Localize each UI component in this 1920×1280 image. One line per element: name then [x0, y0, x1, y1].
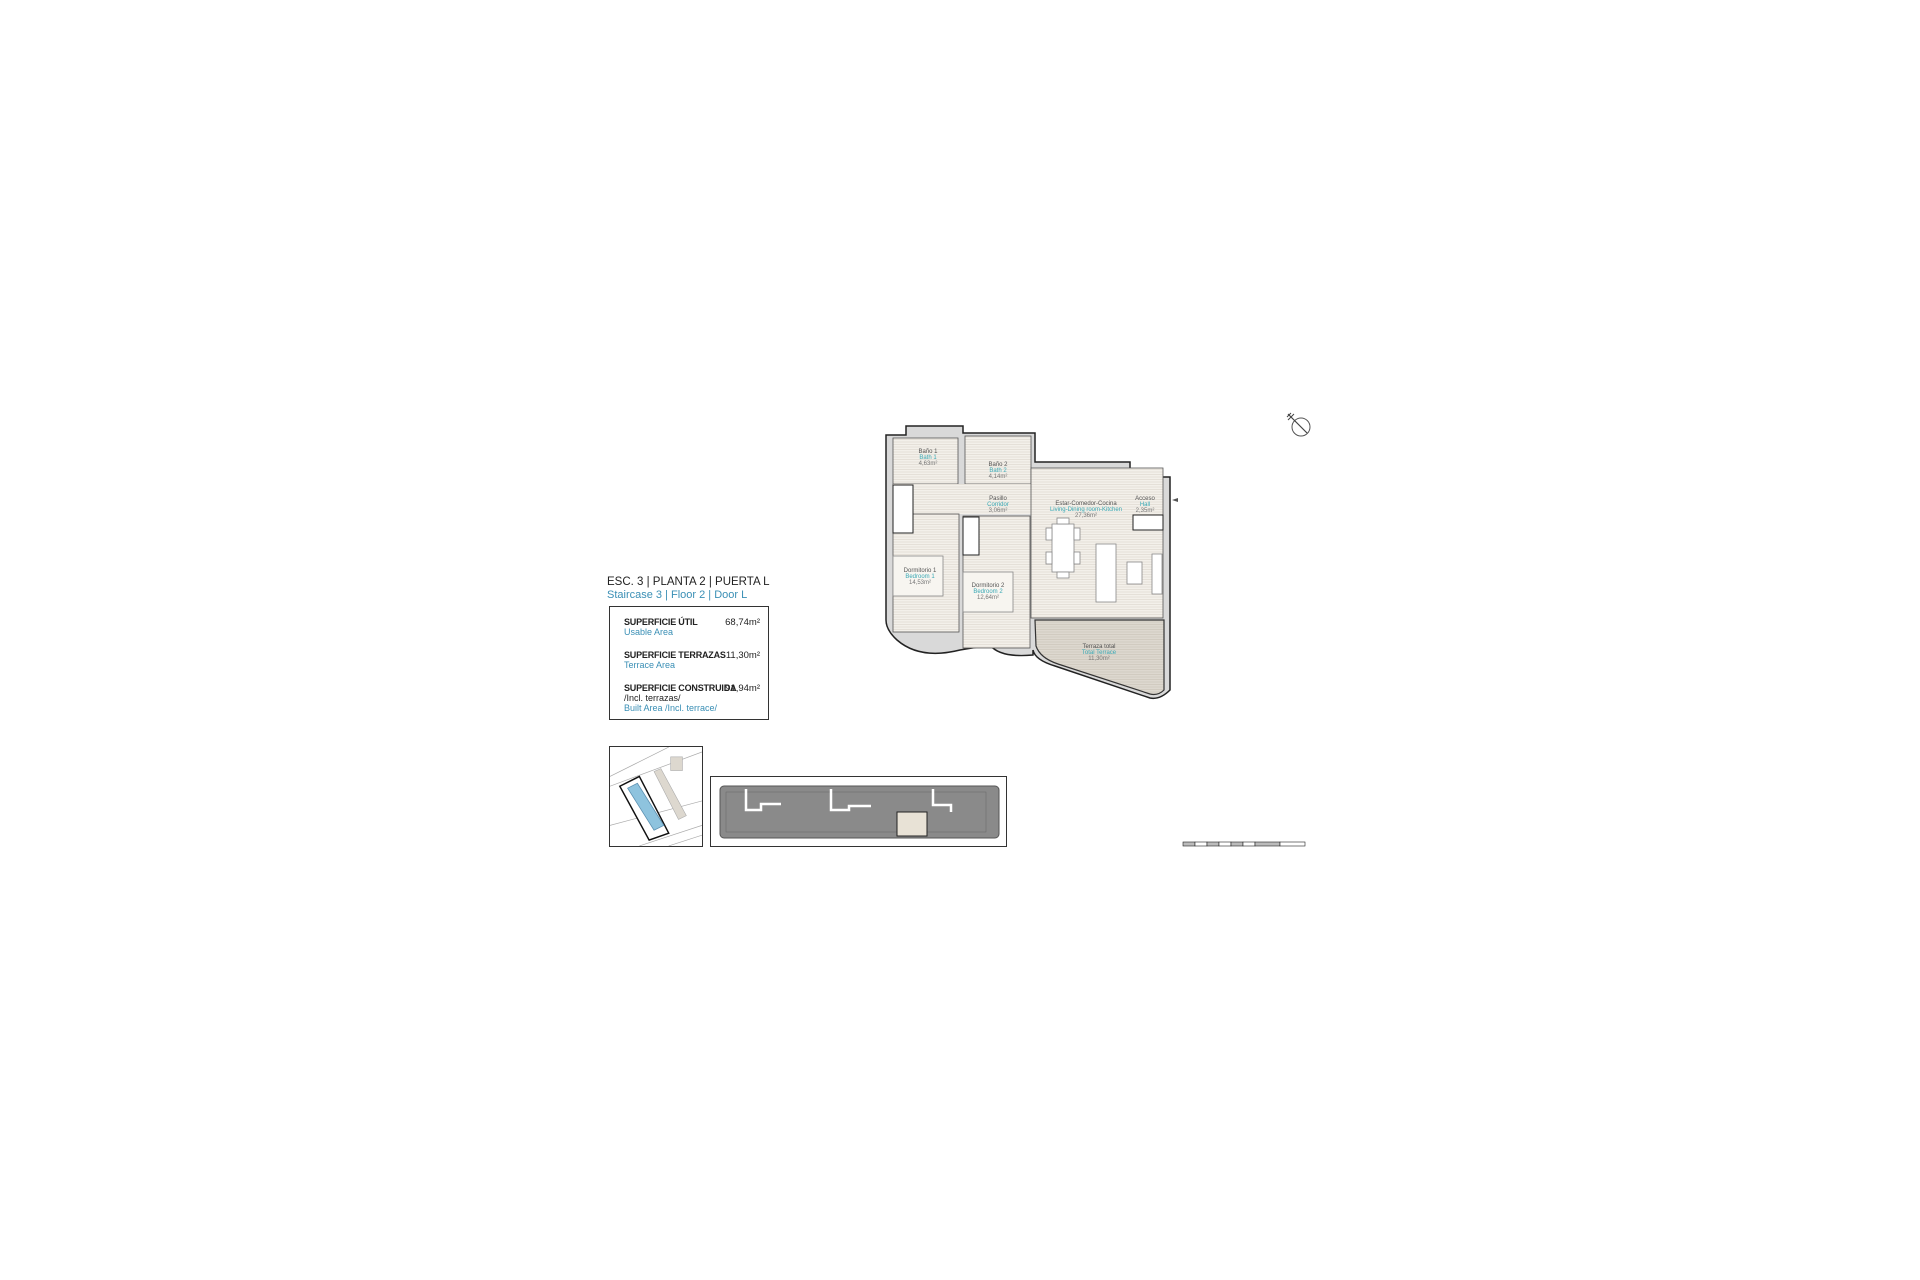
room-name: Baño 1 [918, 449, 938, 455]
room-name-english: Living-Dining room-Kitchen [1050, 507, 1122, 513]
unit-heading-english: Staircase 3 | Floor 2 | Door L [607, 589, 748, 601]
site-location-map [609, 746, 703, 847]
room-area: 14,53m² [909, 580, 931, 586]
floor-plan: Baño 1 Bath 1 4,63m² Baño 2 Bath 2 4,14m… [885, 425, 1178, 700]
room-bath-1 [892, 437, 959, 485]
room-bath-2 [964, 435, 1032, 485]
area-label: SUPERFICIE ÚTIL [624, 617, 698, 627]
bed-2 [962, 571, 1014, 613]
room-name: Dormitorio 1 [904, 568, 937, 574]
area-label: SUPERFICIE TERRAZAS [624, 650, 726, 660]
room-area: 3,06m² [989, 508, 1008, 514]
room-name: Baño 2 [988, 462, 1008, 468]
area-row-terrace: SUPERFICIE TERRAZAS Terrace Area 11,30m² [624, 650, 760, 670]
area-value: 68,74m² [725, 617, 760, 628]
area-label-english: Terrace Area [624, 660, 676, 670]
room-area: 4,63m² [919, 461, 938, 467]
room-area: 4,14m² [989, 474, 1008, 480]
area-row-usable: SUPERFICIE ÚTIL Usable Area 68,74m² [624, 617, 760, 637]
area-sublabel: /Incl. terrazas/ [624, 693, 681, 703]
wardrobes [892, 484, 1164, 556]
room-name: Terraza total [1082, 644, 1115, 650]
room-name-english: Bedroom 1 [905, 574, 935, 580]
area-row-built: SUPERFICIE CONSTRUIDA /Incl. terrazas/ B… [624, 683, 760, 713]
room-name-english: Bedroom 2 [973, 589, 1003, 595]
room-area: 27,36m² [1075, 513, 1097, 519]
pool [627, 782, 665, 831]
north-compass-icon [1286, 412, 1311, 437]
room-name: Estar-Comedor-Cocina [1055, 501, 1117, 507]
building-key-plan [710, 776, 1007, 847]
room-name-english: Corridor [987, 502, 1009, 508]
room-terrace [1034, 619, 1165, 696]
room-area: 11,30m² [1088, 656, 1110, 662]
living-furniture [1045, 517, 1163, 603]
entrance-arrow-icon [1172, 498, 1178, 502]
room-name: Dormitorio 2 [972, 583, 1005, 589]
room-name: Acceso [1135, 496, 1155, 502]
room-name-english: Total Terrace [1082, 650, 1117, 656]
room-name-english: Bath 1 [919, 455, 937, 461]
area-label-english: Built Area /Incl. terrace/ [624, 703, 718, 713]
room-area: 2,35m² [1136, 508, 1155, 514]
room-name-english: Bath 2 [989, 468, 1007, 474]
area-label-english: Usable Area [624, 627, 674, 637]
highlighted-unit [896, 811, 928, 837]
area-value: 11,30m² [725, 650, 760, 661]
room-name-english: Hall [1140, 502, 1150, 508]
room-labels: Baño 1 Bath 1 4,63m² Baño 2 Bath 2 4,14m… [904, 449, 1156, 662]
area-summary-box: SUPERFICIE ÚTIL Usable Area 68,74m² SUPE… [609, 606, 769, 720]
scale-bar [1182, 841, 1306, 847]
bed-1 [892, 555, 944, 597]
room-area: 12,64m² [977, 595, 999, 601]
area-value: 91,94m² [725, 683, 760, 694]
unit-heading: ESC. 3 | PLANTA 2 | PUERTA L [607, 576, 770, 588]
room-name: Pasillo [989, 496, 1007, 502]
area-label: SUPERFICIE CONSTRUIDA [624, 683, 737, 693]
